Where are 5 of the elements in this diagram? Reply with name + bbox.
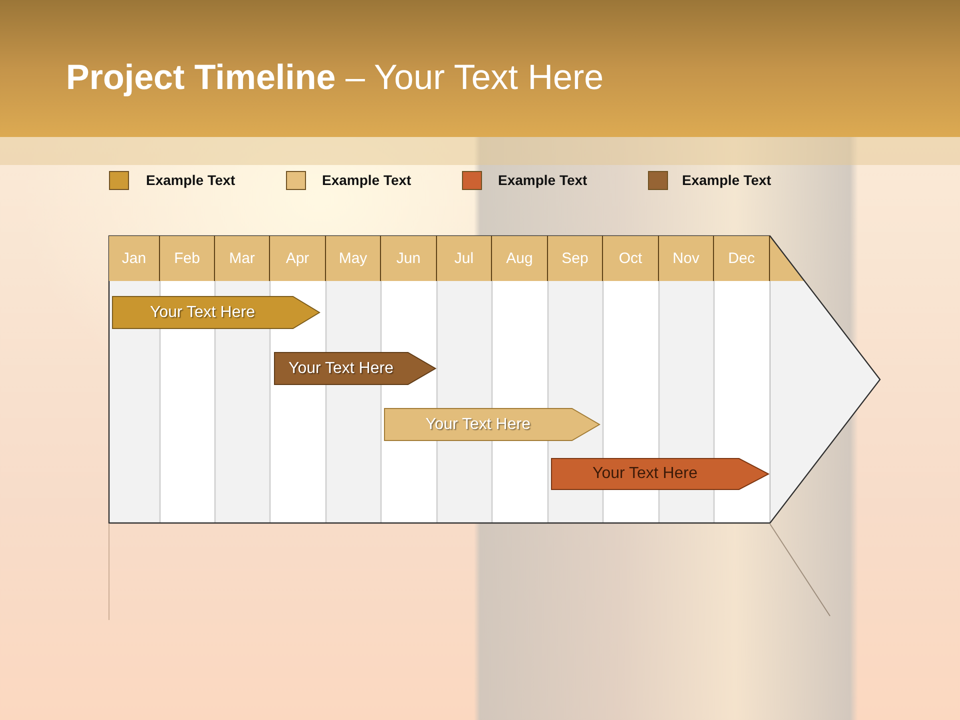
legend-label: Example Text xyxy=(146,172,236,188)
legend-label: Example Text xyxy=(498,172,588,188)
legend-label: Example Text xyxy=(322,172,412,188)
legend-label: Example Text xyxy=(682,172,772,188)
slide-title: Project Timeline – Your Text Here xyxy=(66,58,604,98)
